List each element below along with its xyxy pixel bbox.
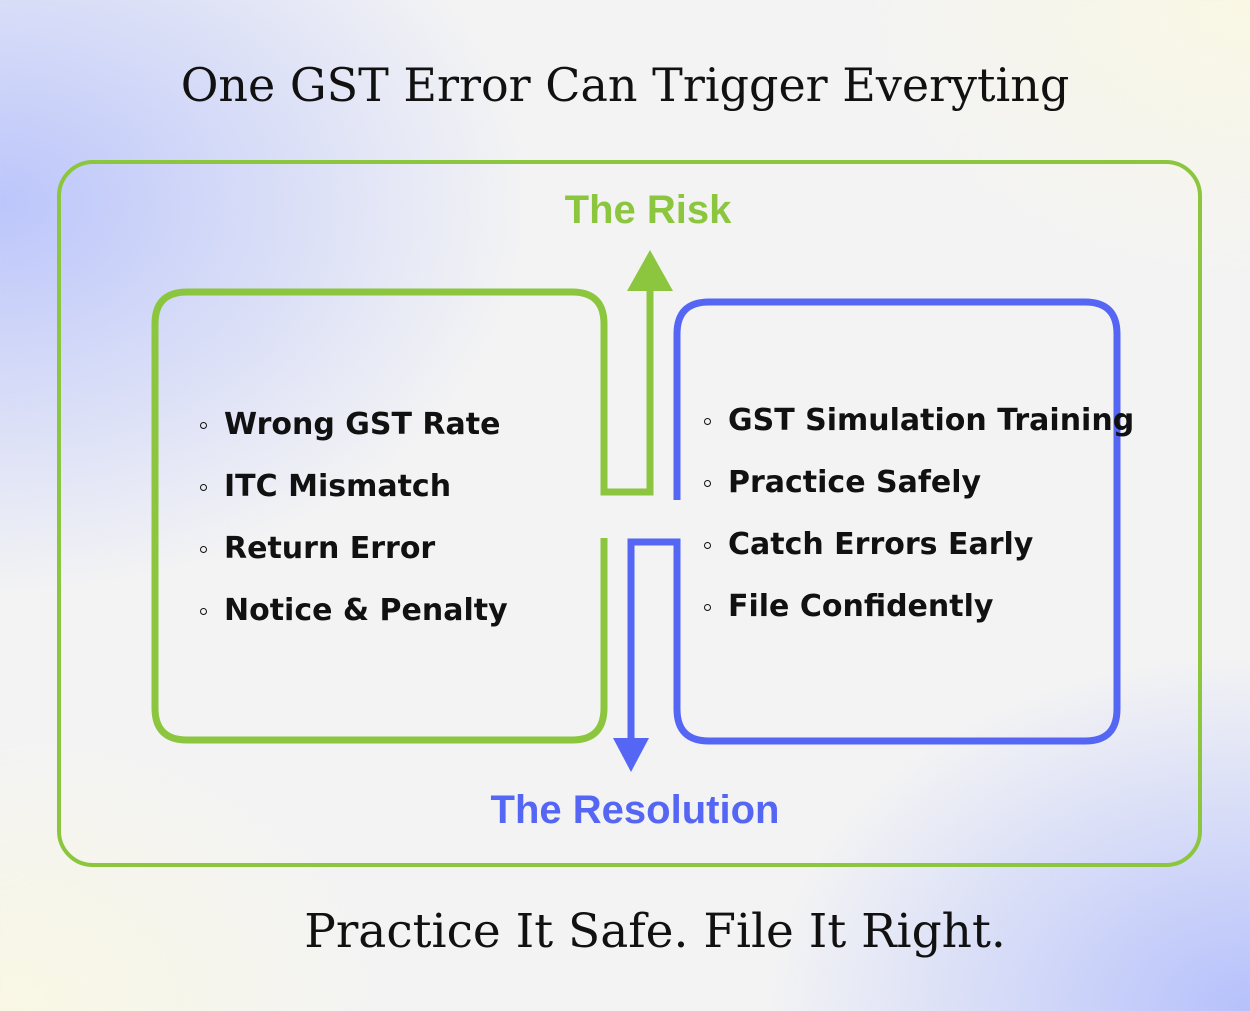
bullet-icon — [704, 480, 711, 487]
risk-box-outline — [151, 285, 654, 744]
resolution-label: The Resolution — [491, 788, 780, 832]
resolution-list: GST Simulation Training Practice Safely … — [704, 401, 1134, 649]
list-item: Practice Safely — [704, 463, 1134, 525]
page-title: One GST Error Can Trigger Everyting — [180, 58, 1070, 112]
list-item: ITC Mismatch — [200, 467, 508, 529]
bullet-icon — [704, 542, 711, 549]
bullet-icon — [200, 422, 207, 429]
bullet-icon — [704, 604, 711, 611]
list-item: GST Simulation Training — [704, 401, 1134, 463]
arrow-up-icon — [627, 250, 673, 291]
risk-list: Wrong GST Rate ITC Mismatch Return Error… — [200, 405, 508, 653]
tagline: Practice It Safe. File It Right. — [304, 904, 1006, 959]
arrow-down-icon — [613, 738, 649, 772]
risk-item-label: Return Error — [224, 531, 436, 566]
risk-label: The Risk — [565, 188, 732, 232]
bullet-icon — [704, 418, 711, 425]
resolution-box-outline — [627, 298, 1121, 745]
risk-item-label: Notice & Penalty — [224, 593, 508, 628]
risk-item-label: ITC Mismatch — [224, 469, 452, 504]
outer-frame — [57, 160, 1202, 867]
resolution-item-label: Practice Safely — [728, 465, 982, 500]
resolution-item-label: Catch Errors Early — [728, 527, 1034, 562]
resolution-item-label: File Confidently — [728, 589, 994, 624]
list-item: Return Error — [200, 529, 508, 591]
resolution-item-label: GST Simulation Training — [728, 403, 1135, 438]
list-item: Notice & Penalty — [200, 591, 508, 653]
list-item: File Confidently — [704, 587, 1134, 649]
list-item: Wrong GST Rate — [200, 405, 508, 467]
bullet-icon — [200, 608, 207, 615]
bullet-icon — [200, 484, 207, 491]
risk-item-label: Wrong GST Rate — [224, 407, 501, 442]
bullet-icon — [200, 546, 207, 553]
list-item: Catch Errors Early — [704, 525, 1134, 587]
